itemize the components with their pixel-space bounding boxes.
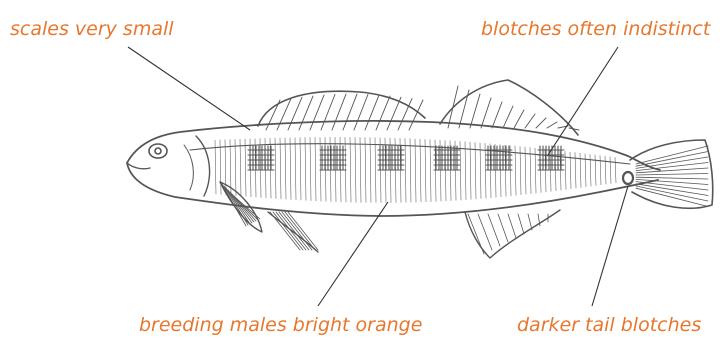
leader-breeding bbox=[318, 202, 388, 306]
leader-tail bbox=[592, 186, 628, 306]
anal-fin-rays bbox=[468, 214, 548, 254]
leader-scales bbox=[128, 47, 250, 130]
leader-blotches bbox=[548, 47, 618, 155]
body-outline bbox=[127, 121, 660, 216]
label-scales-very-small: scales very small bbox=[10, 20, 174, 39]
label-breeding-males-bright-orange: breeding males bright orange bbox=[139, 316, 422, 335]
tail-blotch bbox=[623, 172, 633, 184]
label-blotches-often-indistinct: blotches often indistinct bbox=[481, 20, 710, 39]
caudal-fin-rays bbox=[636, 146, 708, 207]
label-darker-tail-blotches: darker tail blotches bbox=[517, 316, 701, 335]
gill-cover bbox=[196, 136, 210, 196]
eye bbox=[149, 144, 167, 158]
second-dorsal-fin-rays bbox=[448, 86, 579, 130]
pupil bbox=[155, 148, 161, 154]
second-dorsal-fin bbox=[440, 80, 578, 135]
pelvic-fin-rays bbox=[270, 212, 318, 250]
gill-cover-inner bbox=[184, 145, 193, 190]
mouth bbox=[127, 163, 150, 169]
